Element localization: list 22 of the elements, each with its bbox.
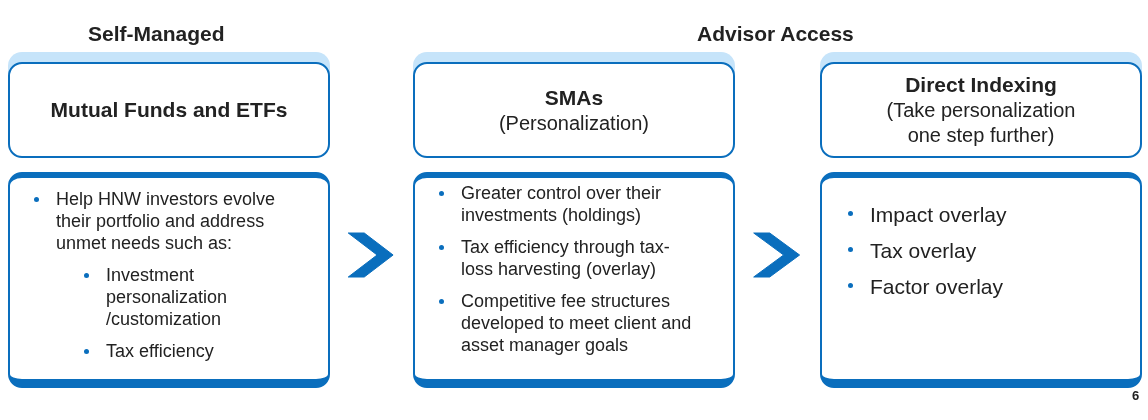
- content-box: [413, 172, 735, 388]
- bullet-text: Help HNW investors evolve their portfolio and address unmet needs such as:: [56, 188, 277, 254]
- header-subtitle: (Take personalization one step further): [885, 98, 1077, 148]
- header-title: Direct Indexing: [904, 72, 1058, 98]
- content-box: [820, 172, 1142, 388]
- bullet-text: Tax efficiency: [106, 340, 215, 362]
- chevron-arrow: [347, 232, 394, 278]
- header-title: Mutual Funds and ETFs: [49, 97, 289, 123]
- column-heading: Advisor Access: [697, 21, 854, 47]
- chevron-arrow: [753, 232, 801, 278]
- column-heading: Self-Managed: [88, 21, 225, 47]
- page-number: 6: [1132, 387, 1140, 405]
- bullet-text: Investment personalization /customization: [106, 264, 229, 330]
- bullet-text: Tax overlay: [870, 238, 977, 264]
- bullet-text: Factor overlay: [870, 274, 1004, 300]
- bullet-text: Competitive fee structures developed to meet client and asset manager goals: [461, 290, 693, 356]
- bullet-text: Greater control over their investments (holdings): [461, 182, 663, 226]
- bullet-text: Impact overlay: [870, 202, 1007, 228]
- bullet-text: Tax efficiency through tax-loss harvesting (overlay): [461, 236, 671, 280]
- header-subtitle: (Personalization): [497, 110, 651, 136]
- content-box: [8, 172, 330, 388]
- header-title: SMAs: [543, 84, 605, 111]
